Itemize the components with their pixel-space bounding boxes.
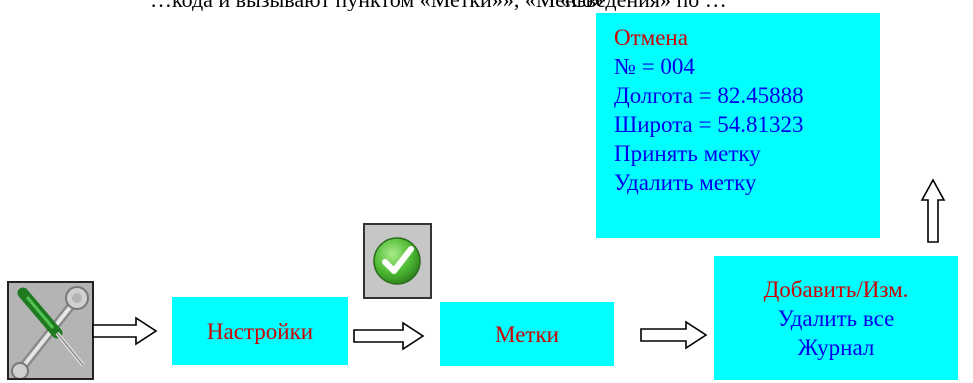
delete-all-item[interactable]: Удалить все: [777, 305, 895, 331]
longitude-value: Долгота = 82.45888: [614, 83, 804, 108]
cropped-heading: …кода и вызывают пунктом «Метки»», «Меню…: [0, 0, 973, 11]
right-arrow-icon: [640, 320, 708, 350]
right-arrow-icon: [353, 321, 425, 351]
tools-icon[interactable]: [7, 281, 94, 380]
cancel-item[interactable]: Отмена: [614, 25, 688, 50]
mark-details-panel: Отмена № = 004 Долгота = 82.45888 Широта…: [596, 13, 880, 238]
mark-number: № = 004: [614, 54, 695, 79]
add-edit-item[interactable]: Добавить/Изм.: [763, 276, 909, 302]
settings-label: Настройки: [206, 318, 314, 344]
journal-item[interactable]: Журнал: [797, 334, 875, 360]
marks-box[interactable]: Метки: [440, 302, 614, 366]
actions-box[interactable]: Добавить/Изм. Удалить все Журнал: [714, 256, 958, 380]
latitude-value: Широта = 54.81323: [614, 112, 804, 137]
settings-box[interactable]: Настройки: [172, 297, 348, 365]
delete-mark-item[interactable]: Удалить метку: [614, 170, 757, 195]
accept-mark-item[interactable]: Принять метку: [614, 141, 761, 166]
up-arrow-icon: [920, 178, 946, 243]
cropped-fragment-left: …кода и вызывают пунктом «Метки»», «Меню…: [150, 0, 604, 11]
marks-label: Метки: [495, 321, 559, 347]
checkmark-icon[interactable]: [363, 223, 432, 299]
right-arrow-icon: [92, 316, 158, 346]
cropped-fragment-right: «Сведения» по …: [560, 0, 727, 11]
